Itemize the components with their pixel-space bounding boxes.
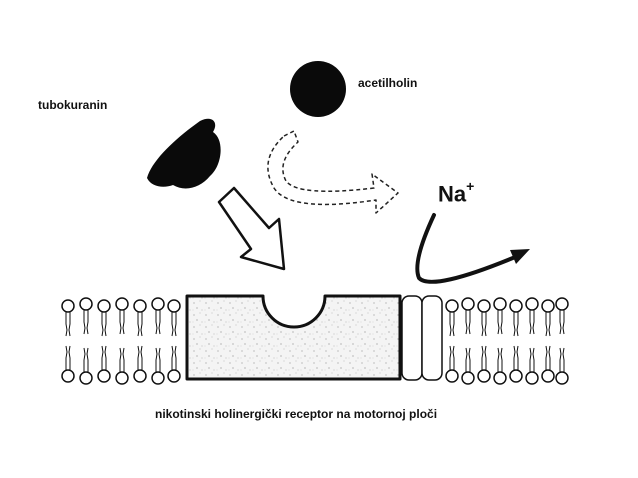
phospholipid	[445, 299, 459, 337]
phospholipid	[97, 299, 111, 337]
phospholipid	[61, 345, 75, 383]
diagram-caption: nikotinski holinergički receptor na moto…	[155, 407, 438, 421]
phospholipid	[493, 347, 507, 385]
acetylcholine-molecule	[290, 61, 346, 117]
lipid-bilayer-right	[445, 297, 569, 385]
phospholipid	[461, 297, 475, 335]
receptor-protein	[185, 294, 402, 381]
phospholipid	[115, 297, 129, 335]
phospholipid	[477, 299, 491, 337]
phospholipid	[445, 345, 459, 383]
acetylcholine-path-arrow	[267, 130, 399, 214]
tubocurarine-label: tubokuranin	[38, 98, 108, 112]
tubocurarine-molecule	[147, 118, 221, 189]
phospholipid	[555, 347, 569, 385]
phospholipid	[79, 297, 93, 335]
phospholipid	[541, 299, 555, 337]
acetylcholine-label: acetilholin	[358, 76, 418, 90]
tubocurarine-block-arrow	[217, 186, 286, 271]
phospholipid	[115, 347, 129, 385]
phospholipid	[79, 347, 93, 385]
phospholipid	[97, 345, 111, 383]
phospholipid	[541, 345, 555, 383]
phospholipid	[509, 345, 523, 383]
phospholipid	[555, 297, 569, 335]
phospholipid	[525, 297, 539, 335]
phospholipid	[151, 347, 165, 385]
phospholipid	[151, 297, 165, 335]
phospholipid	[477, 345, 491, 383]
sodium-flow-arrow	[415, 213, 530, 284]
phospholipid	[461, 347, 475, 385]
phospholipid	[493, 297, 507, 335]
phospholipid	[167, 299, 181, 337]
phospholipid	[61, 299, 75, 337]
phospholipid	[509, 299, 523, 337]
phospholipid	[167, 345, 181, 383]
ion-channel	[401, 295, 443, 381]
phospholipid	[525, 347, 539, 385]
phospholipid	[133, 299, 147, 337]
sodium-ion-label: Na+	[438, 178, 475, 207]
sodium-charge: +	[466, 178, 475, 194]
phospholipid	[133, 345, 147, 383]
lipid-bilayer-left	[61, 297, 181, 385]
sodium-symbol: Na	[438, 181, 467, 207]
